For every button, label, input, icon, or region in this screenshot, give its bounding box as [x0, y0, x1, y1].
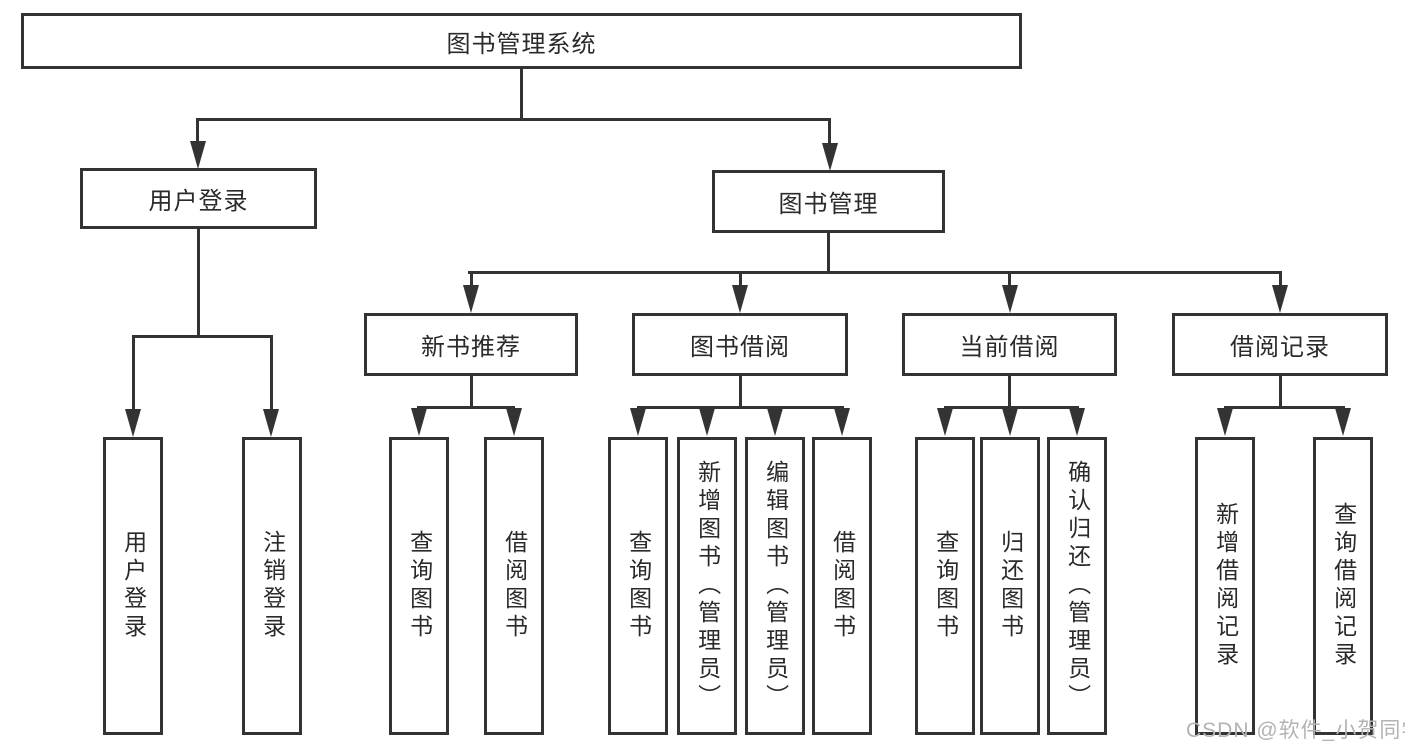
arrowhead-current-return — [1002, 408, 1018, 436]
leaf-user-login: 用户登录 — [103, 437, 163, 735]
leaf-recommend-query-book: 查询图书 — [389, 437, 449, 735]
connector-user-login-stub — [197, 229, 200, 336]
node-root-library-management-system: 图书管理系统 — [21, 13, 1022, 69]
arrowhead-recommend-query — [411, 408, 427, 436]
node-current-borrow-label: 当前借阅 — [959, 334, 1060, 361]
node-user-login: 用户登录 — [80, 168, 317, 229]
leaf-borrow-add-book-admin: 新增图书（管理员） — [677, 437, 737, 735]
leaf-recommend-borrow-book: 借阅图书 — [484, 437, 544, 735]
csdn-watermark: CSDN @软件_小贺同学 — [1186, 719, 1405, 742]
arrowhead-recommend-borrow — [506, 408, 522, 436]
leaf-record-add-record-label: 新增借阅记录 — [1212, 502, 1239, 670]
connector-user-login-bar — [132, 335, 273, 338]
leaf-current-return-book-label: 归还图书 — [997, 530, 1024, 642]
arrowhead-record-query — [1335, 408, 1351, 436]
node-borrow-record: 借阅记录 — [1172, 313, 1388, 376]
connector-record-stub — [1279, 376, 1282, 408]
connector-drop-login-leaf — [132, 335, 135, 411]
connector-drop-current-borrow — [1008, 271, 1011, 288]
node-borrow-record-label: 借阅记录 — [1230, 334, 1330, 361]
connector-drop-book-borrow — [739, 271, 742, 288]
connector-recommend-bar — [417, 406, 515, 409]
connector-drop-logout-leaf — [270, 335, 273, 411]
connector-drop-book-management — [828, 118, 831, 145]
leaf-current-confirm-return-admin-label: 确认归还（管理员） — [1064, 460, 1091, 712]
arrowhead-current-confirm — [1069, 408, 1085, 436]
connector-recommend-stub — [470, 376, 473, 408]
arrowhead-current-borrow — [1002, 285, 1018, 313]
node-new-book-recommend: 新书推荐 — [364, 313, 578, 376]
leaf-current-confirm-return-admin: 确认归还（管理员） — [1047, 437, 1107, 735]
node-book-management: 图书管理 — [712, 170, 945, 233]
leaf-borrow-query-book: 查询图书 — [608, 437, 668, 735]
leaf-recommend-query-book-label: 查询图书 — [406, 530, 433, 642]
arrowhead-book-management — [822, 143, 838, 171]
leaf-borrow-borrow-book: 借阅图书 — [812, 437, 872, 735]
connector-current-bar — [944, 406, 1079, 409]
arrowhead-new-book-recommend — [463, 285, 479, 313]
connector-borrow-bar — [637, 406, 844, 409]
leaf-borrow-add-book-admin-label: 新增图书（管理员） — [694, 460, 721, 712]
connector-current-stub — [1008, 376, 1011, 408]
connector-drop-user-login — [196, 118, 199, 143]
arrowhead-book-borrow — [732, 285, 748, 313]
node-current-borrow: 当前借阅 — [902, 313, 1117, 376]
node-book-borrow-label: 图书借阅 — [690, 334, 790, 361]
connector-root-bar — [196, 118, 831, 121]
arrowhead-borrow-record — [1272, 285, 1288, 313]
arrowhead-borrow-query — [630, 408, 646, 436]
connector-record-bar — [1224, 406, 1345, 409]
connector-root-stub — [520, 69, 523, 118]
node-new-book-recommend-label: 新书推荐 — [421, 334, 521, 361]
leaf-borrow-query-book-label: 查询图书 — [625, 530, 652, 642]
connector-borrow-stub — [739, 376, 742, 408]
leaf-record-query-record: 查询借阅记录 — [1313, 437, 1373, 735]
node-user-login-label: 用户登录 — [148, 188, 249, 215]
connector-drop-new-book-recommend — [470, 271, 473, 288]
leaf-recommend-borrow-book-label: 借阅图书 — [501, 530, 528, 642]
arrowhead-record-add — [1217, 408, 1233, 436]
arrowhead-borrow-add — [699, 408, 715, 436]
leaf-user-login-label: 用户登录 — [120, 530, 147, 642]
node-book-management-label: 图书管理 — [778, 191, 879, 218]
arrowhead-user-login — [190, 141, 206, 169]
arrowhead-borrow-edit — [767, 408, 783, 436]
arrowhead-login-leaf — [125, 409, 141, 437]
arrowhead-borrow-borrow — [834, 408, 850, 436]
leaf-logout-label: 注销登录 — [259, 530, 286, 642]
leaf-borrow-edit-book-admin-label: 编辑图书（管理员） — [762, 460, 789, 712]
connector-drop-borrow-record — [1279, 271, 1282, 288]
leaf-borrow-edit-book-admin: 编辑图书（管理员） — [745, 437, 805, 735]
arrowhead-current-query — [937, 408, 953, 436]
node-book-borrow: 图书借阅 — [632, 313, 848, 376]
leaf-logout: 注销登录 — [242, 437, 302, 735]
node-root-label: 图书管理系统 — [446, 30, 597, 58]
leaf-current-query-book: 查询图书 — [915, 437, 975, 735]
leaf-current-return-book: 归还图书 — [980, 437, 1040, 735]
arrowhead-logout-leaf — [263, 409, 279, 437]
connector-book-management-stub — [827, 233, 830, 273]
connector-book-management-bar — [468, 271, 1281, 274]
leaf-current-query-book-label: 查询图书 — [932, 530, 959, 642]
leaf-record-query-record-label: 查询借阅记录 — [1330, 502, 1357, 670]
leaf-borrow-borrow-book-label: 借阅图书 — [829, 530, 856, 642]
leaf-record-add-record: 新增借阅记录 — [1195, 437, 1255, 735]
